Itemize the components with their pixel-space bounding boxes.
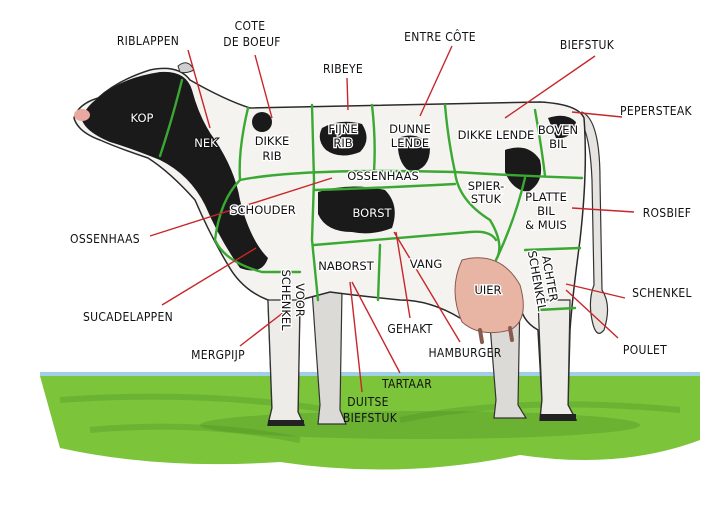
leader-lines <box>149 45 635 393</box>
label-platte-bil-3: & MUIS <box>525 218 567 232</box>
label-ossenhaas-inner: OSSENHAAS <box>347 169 419 183</box>
label-sucadelappen: SUCADELAPPEN <box>83 310 173 324</box>
label-voor-schenkel-1: VOOR <box>293 283 307 317</box>
label-platte-bil-2: BIL <box>537 204 555 218</box>
label-ribeye: RIBEYE <box>323 62 363 76</box>
label-platte-bil-1: PLATTE <box>525 190 567 204</box>
label-naborst: NABORST <box>318 259 374 273</box>
label-cote-de-boeuf-2: DE BOEUF <box>223 35 281 49</box>
label-riblappen: RIBLAPPEN <box>117 34 179 48</box>
label-gehakt: GEHAKT <box>387 322 432 336</box>
hide-spots <box>82 71 576 271</box>
label-voor-schenkel: VOOR SCHENKEL <box>278 268 309 332</box>
hooves <box>268 414 576 426</box>
label-uier: UIER <box>474 283 501 297</box>
label-spierstuk-1: SPIER- <box>468 179 505 193</box>
horizon-line <box>40 372 700 376</box>
cow-shadow <box>200 411 640 439</box>
label-spierstuk-2: STUK <box>471 192 502 206</box>
label-vang: VANG <box>410 257 443 271</box>
label-tartaar: TARTAAR <box>381 377 432 391</box>
teats <box>478 326 514 344</box>
label-dikke-rib-2: RIB <box>262 149 281 163</box>
label-kop: KOP <box>131 111 154 125</box>
label-boven-bil-1: BOVEN <box>538 123 578 137</box>
label-dunne-lende-2: LENDE <box>391 136 429 150</box>
label-biefstuk: BIEFSTUK <box>560 38 615 52</box>
label-dunne-lende-1: DUNNE <box>389 122 431 136</box>
label-ossenhaas-outer: OSSENHAAS <box>70 232 140 246</box>
label-rosbief: ROSBIEF <box>643 206 692 220</box>
label-fijne-rib-1: FIJNE <box>328 122 357 136</box>
label-dikke-lende: DIKKE LENDE <box>458 128 535 142</box>
label-voor-schenkel-2: SCHENKEL <box>279 269 293 331</box>
label-entre-cote: ENTRE CÔTE <box>404 29 476 44</box>
label-mergpijp: MERGPIJP <box>191 348 245 362</box>
label-fijne-rib-2: RIB <box>333 136 352 150</box>
label-cote-de-boeuf-1: COTE <box>235 19 266 33</box>
label-hamburger: HAMBURGER <box>428 346 501 360</box>
label-duitse-biefstuk-1: DUITSE <box>347 395 388 409</box>
label-pepersteak: PEPERSTEAK <box>620 104 693 118</box>
label-boven-bil-2: BIL <box>549 137 567 151</box>
label-duitse-biefstuk-2: BIEFSTUK <box>343 411 398 425</box>
label-nek: NEK <box>194 136 218 150</box>
label-borst: BORST <box>352 206 392 220</box>
label-dikke-rib-1: DIKKE <box>255 134 290 148</box>
label-poulet: POULET <box>623 343 667 357</box>
label-schenkel: SCHENKEL <box>632 286 692 300</box>
nose <box>74 109 90 121</box>
label-schouder: SCHOUDER <box>230 203 296 217</box>
tail <box>577 111 609 334</box>
